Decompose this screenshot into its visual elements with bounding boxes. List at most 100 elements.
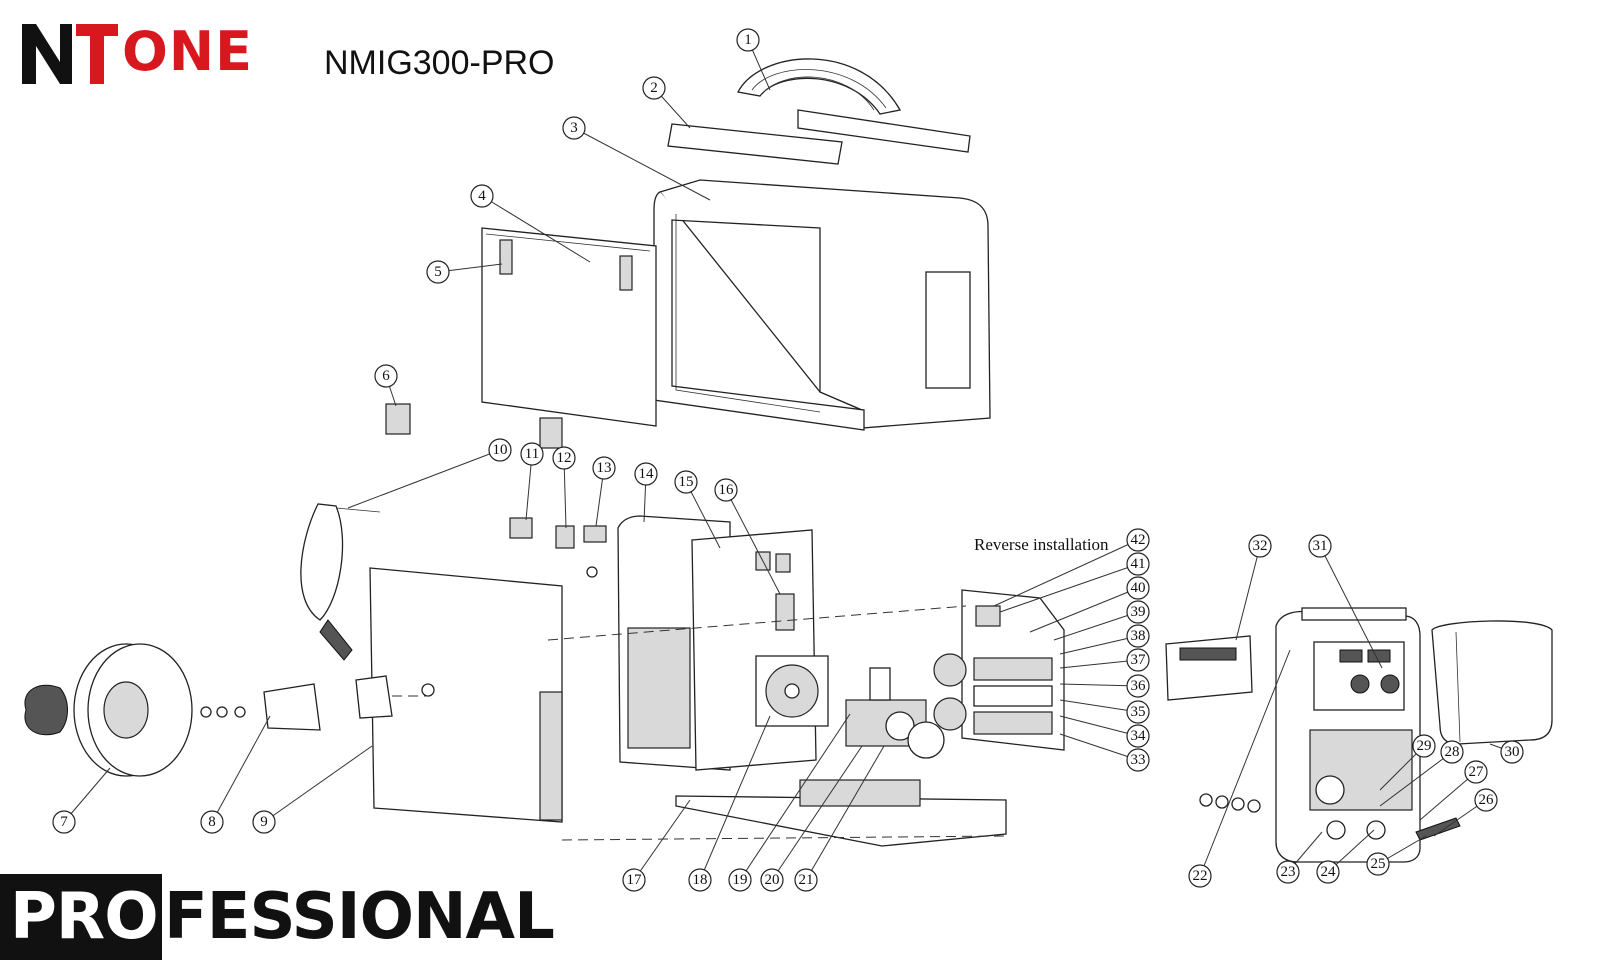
- callout-circle: [426, 260, 450, 284]
- callout-23: 23: [1276, 860, 1300, 884]
- callout-12: 12: [552, 446, 576, 470]
- callout-15: 15: [674, 470, 698, 494]
- leader-line: [771, 745, 863, 881]
- callout-30: 30: [1500, 740, 1524, 764]
- callout-7: 7: [52, 810, 76, 834]
- callout-9: 9: [252, 810, 276, 834]
- callout-circle: [642, 76, 666, 100]
- callout-circle: [1248, 534, 1272, 558]
- callout-8: 8: [200, 810, 224, 834]
- callout-24: 24: [1316, 860, 1340, 884]
- callout-circle: [1500, 740, 1524, 764]
- callout-circle: [674, 470, 698, 494]
- callout-22: 22: [1188, 864, 1212, 888]
- leader-line: [1319, 545, 1383, 669]
- leader-line: [63, 767, 111, 823]
- callout-circle: [374, 364, 398, 388]
- banner-rest-text: FESSIONAL: [164, 880, 555, 954]
- callout-27: 27: [1464, 760, 1488, 784]
- hinge-part: [385, 403, 563, 449]
- callout-circle: [714, 478, 738, 502]
- leader-line: [563, 457, 567, 529]
- brand-logo: ONE: [20, 18, 252, 88]
- leader-line: [725, 489, 781, 595]
- callout-circle: [1308, 534, 1332, 558]
- leader-line: [481, 195, 591, 263]
- rear-cover-part: [1431, 620, 1553, 745]
- handle-part: [737, 58, 902, 115]
- callout-number: 9: [260, 814, 268, 830]
- callout-32: 32: [1248, 534, 1272, 558]
- callout-37: 37: [1126, 648, 1150, 672]
- model-title: NMIG300-PRO: [324, 44, 555, 82]
- callout-number: 28: [1445, 744, 1460, 760]
- callout-number: 11: [525, 446, 539, 462]
- callout-number: 10: [493, 442, 508, 458]
- callout-3: 3: [562, 116, 586, 140]
- nt-logo-mark: [22, 24, 118, 84]
- fan-part: [755, 655, 829, 727]
- callout-40: 40: [1126, 576, 1150, 600]
- leader-line: [1059, 683, 1139, 687]
- callout-circle: [562, 116, 586, 140]
- callout-circle: [592, 456, 616, 480]
- front-panel-part: [1275, 607, 1421, 863]
- callout-number: 3: [570, 120, 578, 136]
- leader-line: [1419, 771, 1477, 821]
- assembly-guide-line: [547, 605, 967, 641]
- callout-circle: [52, 810, 76, 834]
- side-panel-part: [481, 227, 657, 427]
- power-cable-part: [300, 503, 381, 661]
- professional-banner: PRO FESSIONAL: [0, 874, 555, 960]
- callout-circle: [736, 28, 760, 52]
- callout-number: 40: [1131, 580, 1146, 596]
- leader-line: [1059, 733, 1139, 761]
- callout-38: 38: [1126, 624, 1150, 648]
- callout-number: 36: [1131, 678, 1147, 694]
- callout-number: 23: [1281, 864, 1296, 880]
- callout-19: 19: [728, 868, 752, 892]
- leader-line: [1059, 699, 1139, 713]
- callout-number: 34: [1131, 728, 1147, 744]
- callout-number: 13: [597, 460, 612, 476]
- callout-1: 1: [736, 28, 760, 52]
- pcb-assembly-part: [933, 589, 1065, 751]
- callout-circle: [1126, 576, 1150, 600]
- callout-number: 24: [1321, 864, 1337, 880]
- callout-circle: [552, 446, 576, 470]
- callout-circle: [1412, 734, 1436, 758]
- callout-number: 37: [1131, 652, 1147, 668]
- callout-34: 34: [1126, 724, 1150, 748]
- callout-number: 21: [799, 872, 814, 888]
- callout-circle: [1188, 864, 1212, 888]
- callout-number: 25: [1371, 856, 1386, 872]
- callout-number: 32: [1253, 538, 1268, 554]
- callout-circle: [200, 810, 224, 834]
- callout-circle: [1276, 860, 1300, 884]
- leader-line: [685, 481, 721, 549]
- callout-number: 30: [1505, 744, 1520, 760]
- callout-number: 31: [1313, 538, 1328, 554]
- callout-number: 7: [60, 814, 68, 830]
- callout-number: 18: [693, 872, 708, 888]
- callout-20: 20: [760, 868, 784, 892]
- callout-10: 10: [488, 438, 512, 462]
- callout-33: 33: [1126, 748, 1150, 772]
- callout-14: 14: [634, 462, 658, 486]
- leader-line: [211, 715, 271, 823]
- callout-circle: [634, 462, 658, 486]
- callout-circle: [1464, 760, 1488, 784]
- callout-circle: [1126, 748, 1150, 772]
- callout-21: 21: [794, 868, 818, 892]
- callout-circle: [760, 868, 784, 892]
- leader-line: [739, 713, 851, 881]
- leader-lines: [63, 39, 1513, 881]
- callout-2: 2: [642, 76, 666, 100]
- callout-circle: [728, 868, 752, 892]
- leader-line: [573, 127, 711, 201]
- callout-number: 15: [679, 474, 694, 490]
- chassis-panel-part: [369, 567, 563, 823]
- leader-line: [1029, 587, 1139, 633]
